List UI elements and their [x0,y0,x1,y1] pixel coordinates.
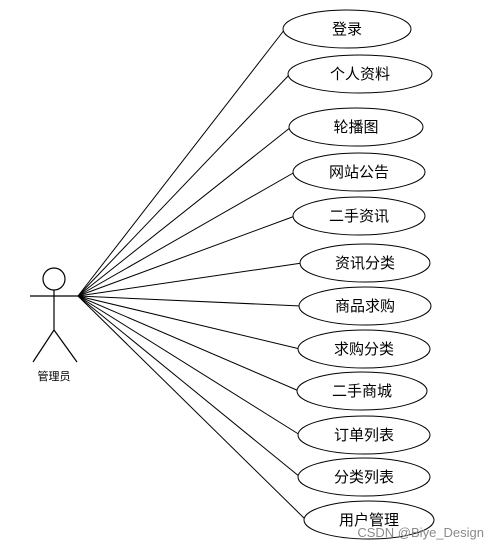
use-case-list: 登录个人资料轮播图网站公告二手资讯资讯分类商品求购求购分类二手商城订单列表分类列… [282,9,435,540]
use-case-label: 资讯分类 [335,254,395,272]
use-case: 分类列表 [297,457,431,497]
association-line [77,28,286,297]
use-case: 网站公告 [292,152,426,192]
use-case: 个人资料 [287,54,433,94]
use-case-ellipse [298,286,432,326]
use-case-ellipse [303,500,435,540]
use-case-label: 二手商城 [332,382,392,400]
use-case: 资讯分类 [299,243,431,283]
use-case-ellipse [288,107,424,147]
use-case-label: 轮播图 [333,118,378,136]
association-line [77,215,296,297]
use-case-label: 网站公告 [329,163,389,181]
use-case-ellipse [299,243,431,283]
association-line [77,295,300,392]
association-line [77,295,301,350]
use-case-label: 个人资料 [330,65,390,83]
actor-right-leg [53,329,78,363]
use-case-ellipse [297,457,431,497]
use-case: 用户管理 [303,500,435,540]
use-case-ellipse [292,152,426,192]
association-line [77,295,307,521]
use-case-ellipse [296,371,428,411]
use-case-label: 求购分类 [334,340,394,358]
use-case-label: 订单列表 [334,426,394,444]
use-case-label: 登录 [332,20,362,38]
actor-figure: 管理员 [30,267,78,383]
use-case: 商品求购 [298,286,432,326]
use-case-ellipse [297,329,431,369]
use-case: 求购分类 [297,329,431,369]
use-case-label: 二手资讯 [329,207,389,225]
use-case: 二手资讯 [292,196,426,236]
use-case-ellipse [292,196,426,236]
use-case-label: 用户管理 [339,511,399,529]
association-line [77,295,301,436]
watermark: CSDN @Biye_Design [357,525,484,540]
actor-head [42,267,66,291]
association-line [77,171,296,297]
use-case-ellipse [287,54,433,94]
use-case: 轮播图 [288,107,424,147]
actor-left-leg [32,329,55,363]
use-case-label: 分类列表 [334,468,394,486]
actor-label: 管理员 [38,369,71,383]
association-lines [77,28,307,521]
use-case-ellipse [282,9,412,49]
association-line [77,295,302,307]
association-line [77,262,303,297]
use-case: 二手商城 [296,371,428,411]
association-line [77,295,301,478]
association-line [77,73,291,297]
use-case: 订单列表 [297,415,431,455]
use-case-ellipse [297,415,431,455]
use-case-label: 商品求购 [335,297,395,315]
association-line [77,126,292,297]
use-case: 登录 [282,9,412,49]
